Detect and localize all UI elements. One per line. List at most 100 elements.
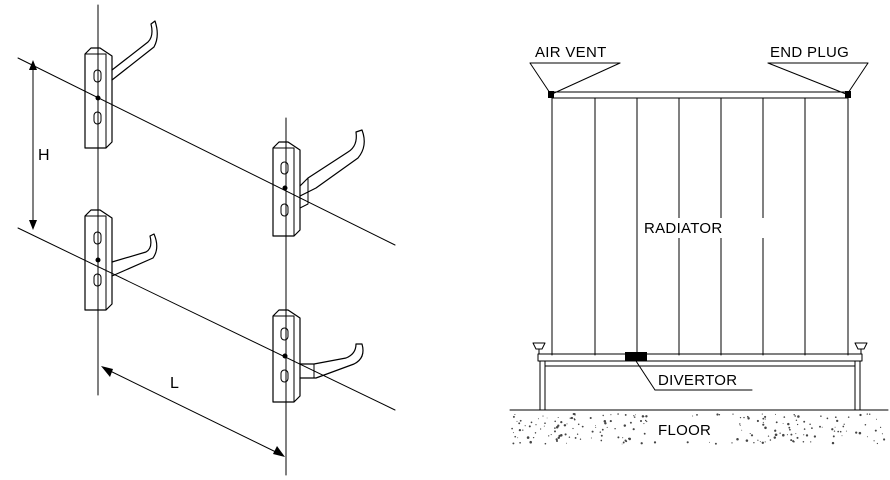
floor-speckle-dot [803, 428, 806, 430]
floor-speckle-dot [629, 421, 632, 424]
upper-diagonal-line [17, 57, 396, 246]
floor-speckle-dot [875, 418, 878, 420]
floor-speckle-dot [534, 432, 537, 434]
floor-speckle-dot [635, 414, 637, 416]
floor-speckle-dot [764, 418, 766, 420]
floor-speckle-dot [762, 417, 765, 420]
floor-speckle-dot [554, 427, 556, 429]
bracket-arm [299, 343, 364, 379]
floor-speckle-dot [767, 435, 770, 437]
floor-speckle-dot [633, 415, 635, 417]
floor-speckle-dot [590, 437, 592, 439]
bracket-screw [95, 257, 101, 263]
floor-speckle-dot [810, 441, 812, 443]
floor-speckle-dot [747, 415, 749, 418]
floor-speckle-dot [881, 433, 883, 435]
floor-speckle-dot [539, 428, 542, 430]
floor-speckle-dot [511, 427, 513, 430]
floor-speckle-dot [686, 441, 689, 444]
floor-speckle-dot [747, 417, 750, 420]
floor-speckle-dot [643, 415, 645, 418]
floor-speckle-dot [753, 442, 755, 444]
floor-speckle-dot [537, 418, 539, 420]
floor-speckle-dot [879, 426, 882, 429]
floor-speckle-dot [512, 415, 515, 418]
floor-texture [511, 412, 886, 445]
floor-speckle-dot [764, 441, 766, 443]
floor-speckle-dot [522, 429, 524, 431]
floor-speckle-dot [864, 423, 867, 426]
floor-speckle-dot [581, 425, 584, 428]
floor-speckle-dot [623, 424, 627, 427]
length-arrow-right [273, 446, 285, 457]
floor-speckle-dot [530, 421, 533, 424]
floor-speckle-dot [790, 433, 793, 436]
floor-speckle-dot [574, 436, 577, 439]
end-plug-label: END PLUG [770, 44, 849, 61]
floor-speckle-dot [789, 428, 791, 431]
floor-speckle-dot [602, 414, 604, 417]
floor-speckle-dot [572, 427, 574, 430]
floor-speckle-dot [550, 434, 552, 436]
floor-speckle-dot [745, 439, 749, 442]
floor-speckle-dot [514, 435, 517, 438]
bracket-slot-bottom [93, 273, 102, 287]
floor-speckle-dot [790, 439, 793, 442]
bracket-slot-bottom [280, 369, 289, 383]
floor-speckle-dot [820, 415, 822, 417]
floor-speckle-dot [560, 434, 563, 437]
floor-speckle-dot [839, 430, 842, 433]
length-arrow-left [101, 366, 113, 377]
floor-speckle-dot [633, 416, 636, 418]
floor-speckle-dot [837, 430, 840, 433]
length-dimension: L [101, 366, 285, 457]
length-dimension-line [103, 367, 283, 456]
floor-speckle-dot [796, 436, 799, 439]
floor-speckle-dot [843, 423, 845, 425]
floor-speckle-dot [621, 443, 623, 445]
floor-speckle-dot [866, 436, 868, 438]
floor-speckle-dot [624, 439, 627, 442]
floor-speckle-dot [762, 421, 764, 423]
floor-speckle-dot [716, 413, 719, 416]
floor: FLOOR [509, 409, 889, 445]
floor-speckle-dot [787, 422, 790, 426]
floor-speckle-dot [805, 434, 809, 437]
radiator-diagram: AIR VENT END PLUG RADIATOR [509, 44, 889, 445]
floor-speckle-dot [855, 431, 858, 434]
floor-speckle-dot [841, 435, 843, 437]
floor-speckle-dot [564, 433, 567, 436]
height-label: H [38, 147, 50, 164]
floor-speckle-dot [749, 433, 751, 435]
floor-speckle-dot [692, 415, 694, 417]
floor-speckle-dot [579, 438, 582, 440]
bracket-slot-top [280, 161, 289, 175]
floor-speckle-dot [516, 420, 518, 422]
floor-speckle-dot [595, 427, 597, 428]
floor-speckle-dot [858, 431, 862, 435]
height-arrow-top [29, 60, 37, 70]
floor-speckle-dot [803, 420, 806, 423]
bracket-top-left [84, 20, 158, 149]
floor-speckle-dot [600, 439, 603, 442]
bracket-bottom-right [272, 309, 364, 403]
floor-speckle-dot [544, 442, 547, 445]
floor-speckle-dot [876, 442, 879, 445]
floor-speckle-dot [793, 413, 795, 416]
floor-speckle-dot [518, 428, 522, 432]
floor-speckle-dot [782, 433, 785, 437]
floor-speckle-dot [632, 428, 635, 431]
floor-speckle-dot [643, 432, 646, 435]
floor-speckle-dot [514, 413, 516, 416]
floor-speckle-dot [795, 433, 797, 435]
floor-speckle-dot [535, 424, 537, 426]
floor-speckle-dot [868, 413, 871, 415]
left-valve [532, 342, 546, 355]
floor-speckle-dot [622, 441, 625, 444]
floor-speckle-dot [563, 424, 567, 427]
floor-speckle-dot [802, 440, 805, 443]
floor-speckle-dot [796, 423, 799, 426]
bracket-screw [282, 185, 288, 191]
floor-speckle-dot [600, 434, 603, 437]
floor-speckle-dot [566, 423, 568, 425]
